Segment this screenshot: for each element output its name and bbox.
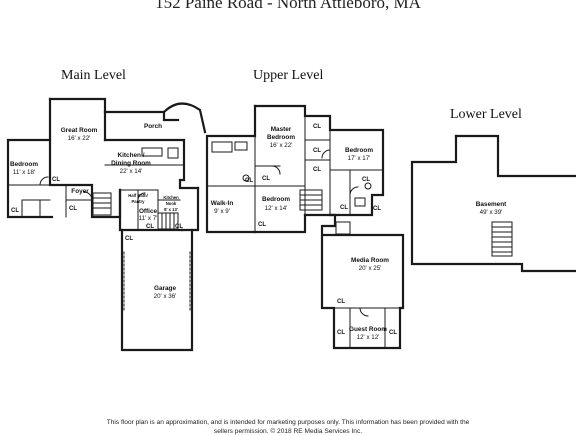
room-size-walkin: 9' x 9'	[214, 208, 230, 215]
room-size-bedroom-main: 11' x 18'	[13, 169, 35, 176]
lower-level-interior	[491, 221, 513, 257]
closet-label: CL	[11, 208, 19, 214]
disclaimer-line1: This floor plan is an approximation, and…	[106, 419, 470, 426]
closet-label: CL	[146, 224, 154, 230]
room-label-bedroom-upper-right: Bedroom	[345, 147, 373, 154]
closet-label: CL	[245, 178, 253, 184]
closet-label: CL	[313, 167, 321, 173]
room-label-porch: Porch	[144, 123, 162, 130]
closet-label: CL	[337, 330, 345, 336]
room-label-great-room: Great Room	[61, 127, 98, 134]
room-size-media-room: 20' x 25'	[359, 265, 382, 272]
closet-label: CL	[313, 124, 321, 130]
closet-label: CL	[52, 177, 60, 183]
room-size-guest-room: 12' x 12'	[357, 334, 380, 341]
room-label-foyer: Foyer	[71, 188, 89, 195]
room-label-guest-room: Guest Room	[349, 326, 387, 333]
room-label-half-bath: Half Bath/	[128, 193, 148, 198]
closet-label: CL	[362, 177, 370, 183]
closet-label: CL	[69, 206, 77, 212]
room-label-walkin: Walk-In	[211, 200, 234, 207]
room-size-bedroom-upper-center: 12' x 14'	[265, 205, 288, 212]
room-label-office: Office	[139, 208, 158, 215]
room-size-great-room: 16' x 22'	[68, 135, 91, 142]
upper-level-walls	[205, 104, 405, 350]
room-label-master: Master	[271, 126, 292, 133]
room-label-bedroom-main: Bedroom	[10, 161, 38, 168]
room-label-pantry: Pantry	[131, 199, 145, 204]
level-label-upper: Upper Level	[253, 68, 324, 83]
room-label-master-line2: Bedroom	[267, 134, 295, 141]
plan-title: 152 Paine Road - North Attleboro, MA	[155, 0, 421, 12]
room-size-kitchen: 22' x 14'	[120, 168, 143, 175]
closet-label: CL	[340, 205, 348, 211]
closet-label: CL	[175, 224, 183, 230]
level-label-main: Main Level	[61, 68, 126, 83]
closet-label: CL	[258, 222, 266, 228]
room-size-kitchen-nook: 8' x 13'	[164, 207, 178, 212]
closet-label: CL	[313, 148, 321, 154]
room-label-kitchen: Kitchen /	[118, 152, 145, 159]
main-level-interior	[7, 147, 191, 311]
closet-label: CL	[125, 236, 133, 242]
main-level-walls	[6, 97, 207, 352]
room-size-garage: 20' x 36'	[154, 293, 177, 300]
room-label-kitchen-line2: Dining Room	[111, 160, 151, 167]
room-size-bedroom-upper-right: 17' x 17'	[348, 155, 371, 162]
room-size-master: 16' x 22'	[270, 142, 293, 149]
lower-level-walls	[410, 134, 576, 273]
closet-label: CL	[389, 330, 397, 336]
room-size-basement: 49' x 39'	[480, 209, 503, 216]
room-size-office: 11' x 7'	[139, 215, 158, 222]
room-label-garage: Garage	[154, 285, 176, 292]
room-label-nook: Nook	[166, 201, 177, 206]
upper-level-interior	[206, 115, 401, 349]
closet-label: CL	[262, 176, 270, 182]
level-label-lower: Lower Level	[450, 107, 522, 122]
room-label-basement: Basement	[476, 201, 507, 208]
room-label-bedroom-upper-center: Bedroom	[262, 196, 290, 203]
room-label-kitchen-nook: Kitchen	[163, 195, 179, 200]
closet-label: CL	[373, 206, 381, 212]
closet-label: CL	[337, 299, 345, 305]
room-label-media-room: Media Room	[351, 257, 389, 264]
